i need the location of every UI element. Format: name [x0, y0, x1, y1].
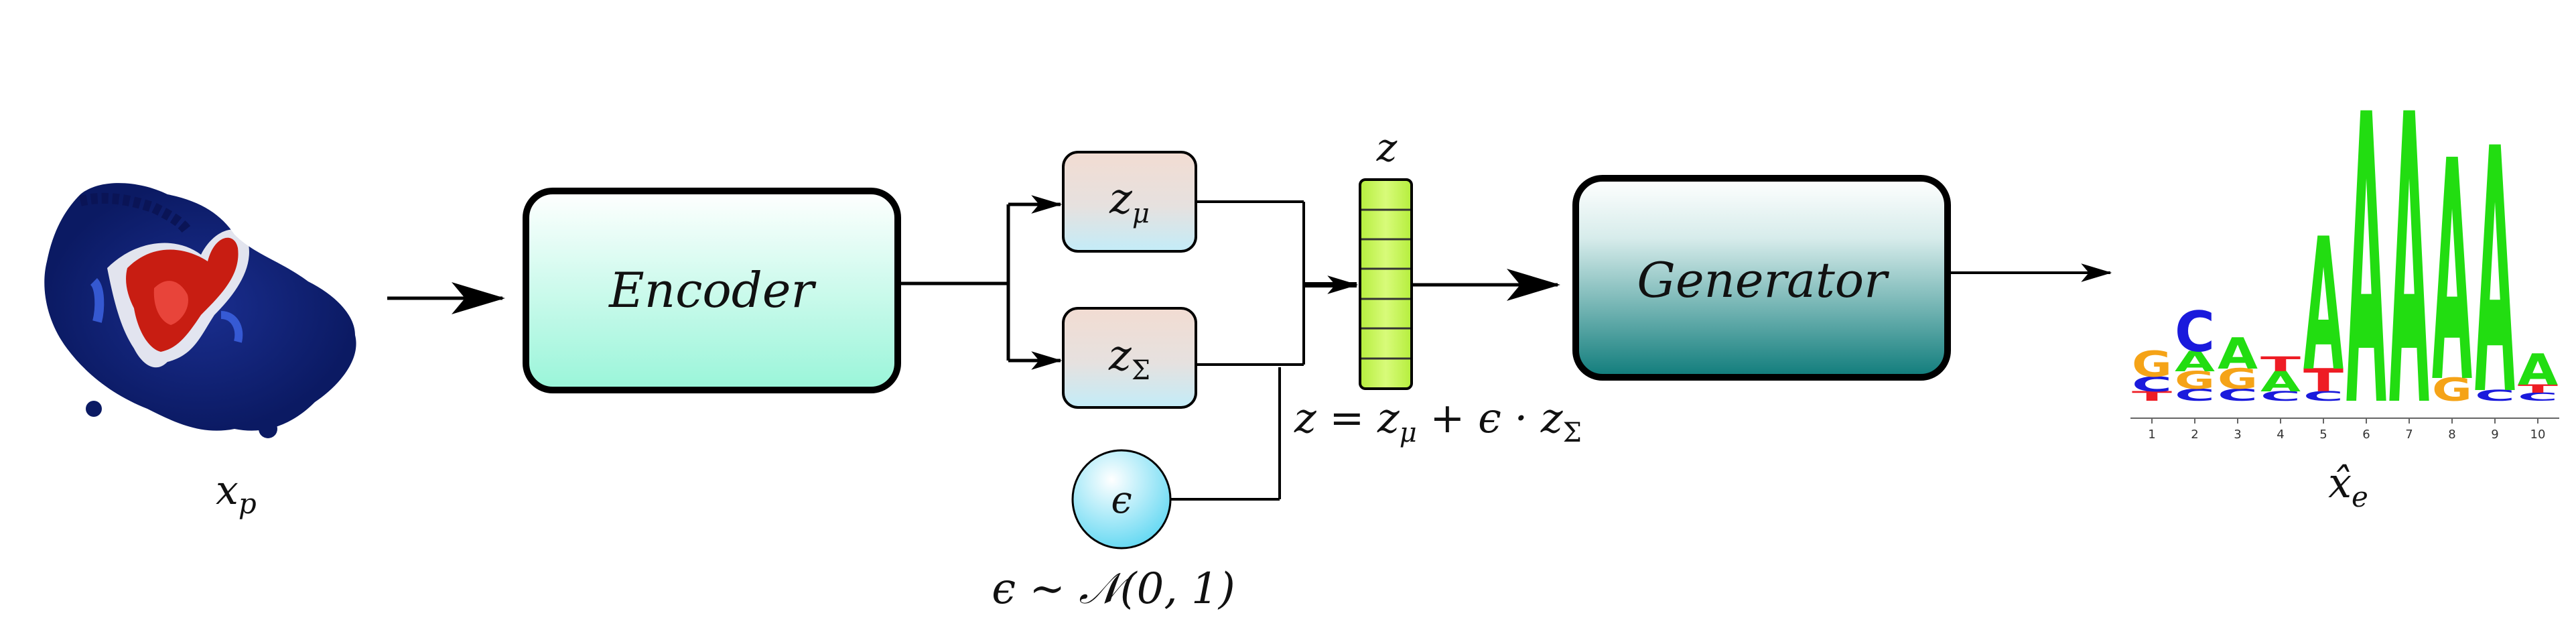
z-sigma-label: zΣ	[1108, 331, 1150, 386]
logo-position-label: 1	[2148, 428, 2155, 442]
logo-letter: T	[2260, 352, 2301, 377]
logo-letter: T	[2132, 389, 2172, 404]
logo-position-label: 8	[2448, 428, 2455, 442]
logo-letter: A	[2518, 345, 2558, 395]
z-sigma-block: zΣ	[1062, 307, 1197, 409]
logo-letter: C	[2175, 385, 2215, 405]
logo-letter: A	[2432, 98, 2473, 450]
reparameterization-equation: z = zμ + ϵ · zΣ	[1294, 393, 1582, 448]
output-label: x̂e	[2328, 458, 2368, 513]
logo-letter: C	[2475, 387, 2515, 405]
input-label: xp	[216, 467, 257, 520]
z-vector-label: z	[1376, 125, 1398, 170]
logo-letter: A	[2389, 31, 2430, 495]
logo-position-label: 3	[2234, 428, 2241, 442]
z-vector	[1359, 178, 1413, 390]
latent-merge-connector	[1171, 200, 1359, 501]
logo-letter: G	[2432, 372, 2472, 409]
generator-label: Generator	[1637, 252, 1889, 308]
encoder-label: Encoder	[608, 262, 816, 318]
logo-position-label: 4	[2277, 428, 2284, 442]
logo-position-label: 9	[2491, 428, 2498, 442]
logo-position-label: 10	[2530, 428, 2546, 442]
logo-letter: A	[2260, 366, 2301, 398]
logo-letter: C	[2303, 389, 2344, 404]
z-mu-block: zμ	[1062, 151, 1197, 253]
epsilon-node: ϵ	[1071, 449, 1172, 550]
logo-letter: G	[2218, 363, 2258, 395]
logo-letter: G	[2175, 366, 2215, 394]
logo-letter: C	[2132, 373, 2172, 397]
epsilon-label: ϵ	[1111, 478, 1132, 522]
logo-letter: C	[2260, 389, 2301, 404]
logo-letter: A	[2346, 31, 2387, 495]
logo-position-label: 5	[2319, 428, 2327, 442]
logo-position-label: 2	[2191, 428, 2198, 442]
protein-structure-image	[44, 183, 356, 438]
logo-letter: C	[2218, 385, 2258, 405]
logo-letter: A	[2475, 78, 2516, 470]
logo-letter: T	[2518, 382, 2558, 395]
logo-letter: A	[2175, 346, 2215, 378]
epsilon-distribution-label: ϵ ∼ 𝒩(0, 1)	[992, 564, 1235, 614]
logo-position-label: 7	[2405, 428, 2413, 442]
logo-letter: C	[2175, 300, 2215, 365]
logo-letter: A	[2218, 329, 2258, 379]
generator-block: Generator	[1572, 175, 1951, 381]
logo-letter: T	[2303, 363, 2344, 399]
encoder-split-connector	[898, 195, 1063, 370]
logo-letter: A	[2303, 200, 2344, 412]
logo-letter: G	[2132, 344, 2172, 385]
encoder-block: Encoder	[523, 188, 901, 393]
z-mu-label: zμ	[1109, 174, 1150, 229]
logo-position-label: 6	[2362, 428, 2370, 442]
logo-letter: C	[2518, 390, 2558, 403]
